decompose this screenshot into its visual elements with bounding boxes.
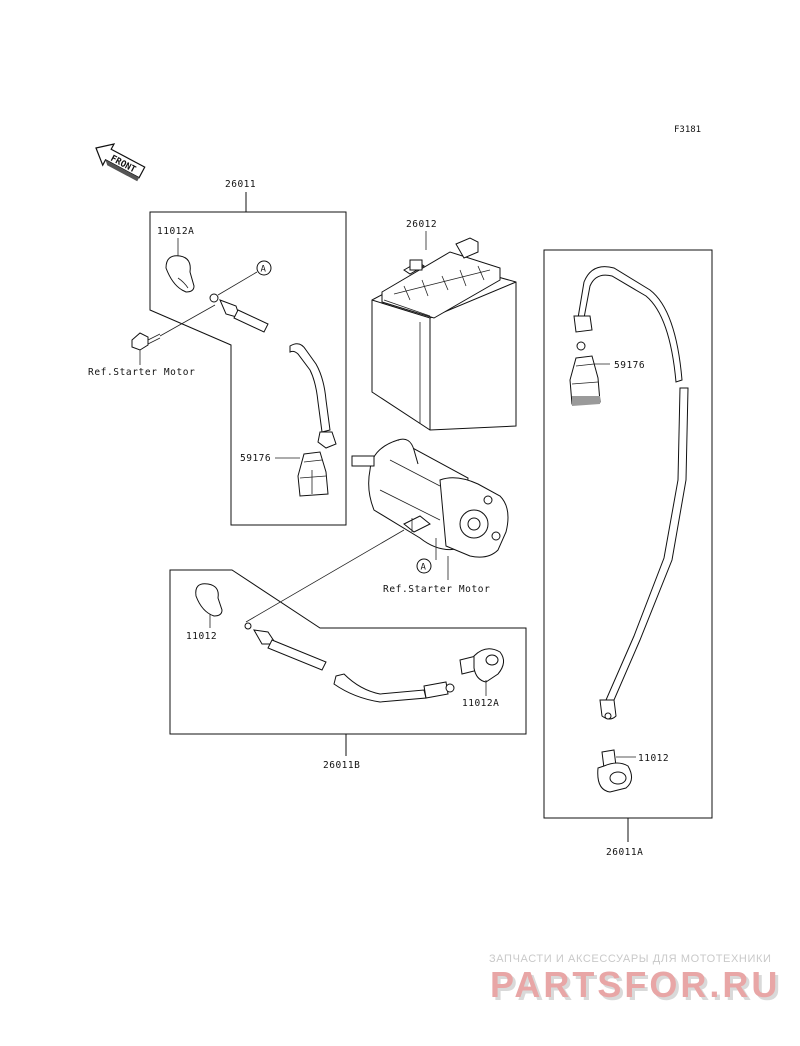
part-label-11012-bottom: 11012: [186, 631, 217, 642]
part-label-11012A-bottom: 11012A: [462, 698, 499, 709]
group-box-26011A: [543, 249, 713, 819]
watermark-logo-shadow: PARTSFOR.RU: [493, 967, 783, 1008]
group-box-26011: [149, 211, 347, 526]
part-label-26012: 26012: [406, 219, 437, 230]
figure-code: F3181: [674, 125, 701, 135]
ref-starter-motor-mid: Ref.Starter Motor: [383, 584, 490, 595]
terminal-cap-bottom-icon: [195, 583, 223, 617]
cable-end-icon: [209, 293, 337, 449]
callout-circle-a1: [256, 260, 272, 276]
rubber-boot-icon: [297, 451, 329, 497]
watermark-tagline: ЗАПЧАСТИ И АКСЕССУАРЫ ДЛЯ МОТОТЕХНИКИ: [489, 953, 771, 965]
terminal-cap-right-icon: [597, 749, 632, 793]
group-box-26011B: [169, 569, 527, 735]
group-label-26011A: 26011A: [606, 847, 643, 858]
battery-icon: [371, 237, 517, 431]
part-label-59176-right: 59176: [614, 360, 645, 371]
part-label-59176-left: 59176: [240, 453, 271, 464]
group-label-26011B: 26011B: [323, 760, 360, 771]
watermark-logo: PARTSFOR.RU: [490, 964, 780, 1005]
terminal-cap-icon: [165, 255, 195, 293]
callout-circle-a2: [416, 558, 432, 574]
long-cable-icon: [573, 266, 689, 720]
callout-a2: A: [421, 563, 427, 573]
ref-starter-motor-left: Ref.Starter Motor: [88, 367, 195, 378]
part-label-11012-right: 11012: [638, 753, 669, 764]
part-label-11012A-top: 11012A: [157, 226, 194, 237]
bolt-icon: [131, 332, 161, 351]
group-label-26011: 26011: [225, 179, 256, 190]
starter-motor-icon: [351, 438, 509, 558]
rubber-boot-right-icon: [569, 341, 601, 406]
front-arrow-icon: FRONT: [95, 143, 146, 182]
terminal-cap-bottom-right-icon: [459, 648, 504, 683]
short-cable-icon: [244, 622, 455, 703]
callout-a1: A: [261, 265, 267, 275]
